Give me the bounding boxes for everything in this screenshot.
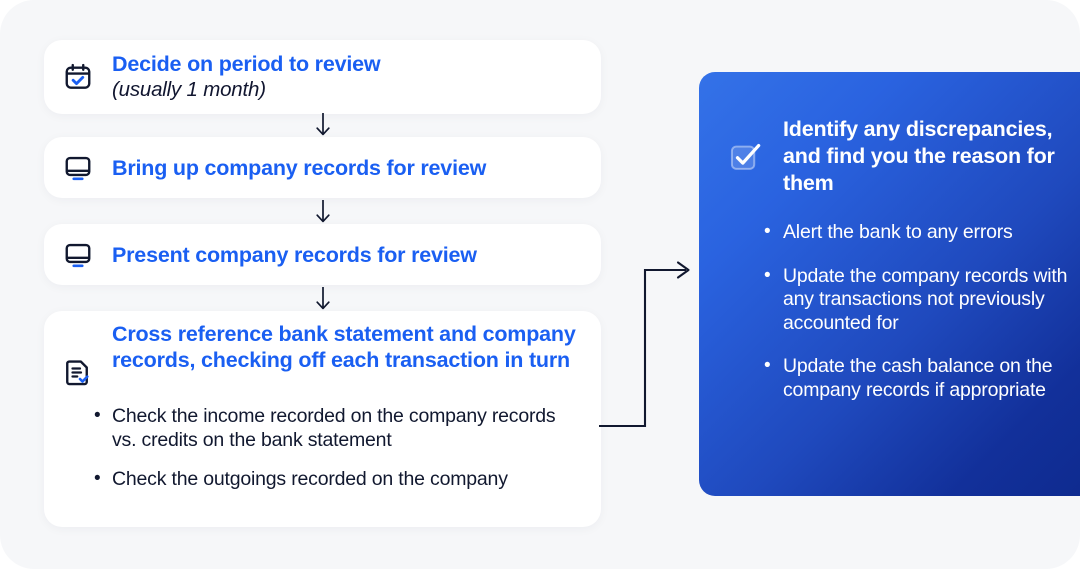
calendar-check-icon-cell: [44, 62, 112, 92]
flow-step-2-body: Bring up company records for review: [112, 155, 601, 181]
calendar-check-icon: [63, 62, 93, 92]
outcome-panel[interactable]: Identify any discrepancies, and find you…: [699, 72, 1080, 496]
flow-step-2-title: Bring up company records for review: [112, 155, 487, 180]
list-item: Update the cash balance on the company r…: [761, 354, 1069, 402]
list-item: Check the income recorded on the company…: [92, 404, 579, 452]
flow-step-4-title: Cross reference bank statement and compa…: [112, 322, 576, 372]
checkbox-checked-icon-cell: [729, 140, 783, 174]
outcome-panel-header: Identify any discrepancies, and find you…: [729, 116, 1069, 197]
flow-step-card-3[interactable]: Present company records for review: [44, 224, 601, 285]
checkbox-checked-icon: [729, 140, 763, 174]
flow-step-3-body: Present company records for review: [112, 242, 601, 268]
monitor-icon-cell-1: [44, 153, 112, 183]
monitor-icon-cell-2: [44, 240, 112, 270]
arrow-down-icon-3: [311, 286, 335, 312]
monitor-icon: [63, 240, 93, 270]
list-item: Update the company records with any tran…: [761, 264, 1069, 336]
list-item: Alert the bank to any errors: [761, 220, 1069, 245]
flow-step-card-4[interactable]: Cross reference bank statement and compa…: [44, 311, 601, 527]
flow-step-3-title: Present company records for review: [112, 242, 477, 267]
flow-step-card-2[interactable]: Bring up company records for review: [44, 137, 601, 198]
monitor-icon: [63, 153, 93, 183]
flow-step-1-title: Decide on period to review: [112, 52, 381, 76]
arrow-down-icon-2: [311, 199, 335, 225]
outcome-panel-bullet-list: Alert the bank to any errors Update the …: [761, 220, 1069, 402]
flow-step-4-bullet-list: Check the income recorded on the company…: [92, 404, 579, 492]
arrow-down-icon-1: [311, 112, 335, 138]
flow-step-4-body: Cross reference bank statement and compa…: [112, 321, 601, 373]
document-check-icon-cell: [44, 321, 112, 387]
document-check-icon: [63, 357, 93, 387]
list-item: Check the outgoings recorded on the comp…: [92, 467, 579, 492]
outcome-panel-title: Identify any discrepancies, and find you…: [783, 117, 1055, 195]
flow-step-card-1[interactable]: Decide on period to review (usually 1 mo…: [44, 40, 601, 114]
elbow-arrow-right-icon: [598, 258, 702, 434]
flow-step-1-body: Decide on period to review (usually 1 mo…: [112, 51, 601, 103]
flow-step-1-subtitle: (usually 1 month): [112, 78, 266, 101]
